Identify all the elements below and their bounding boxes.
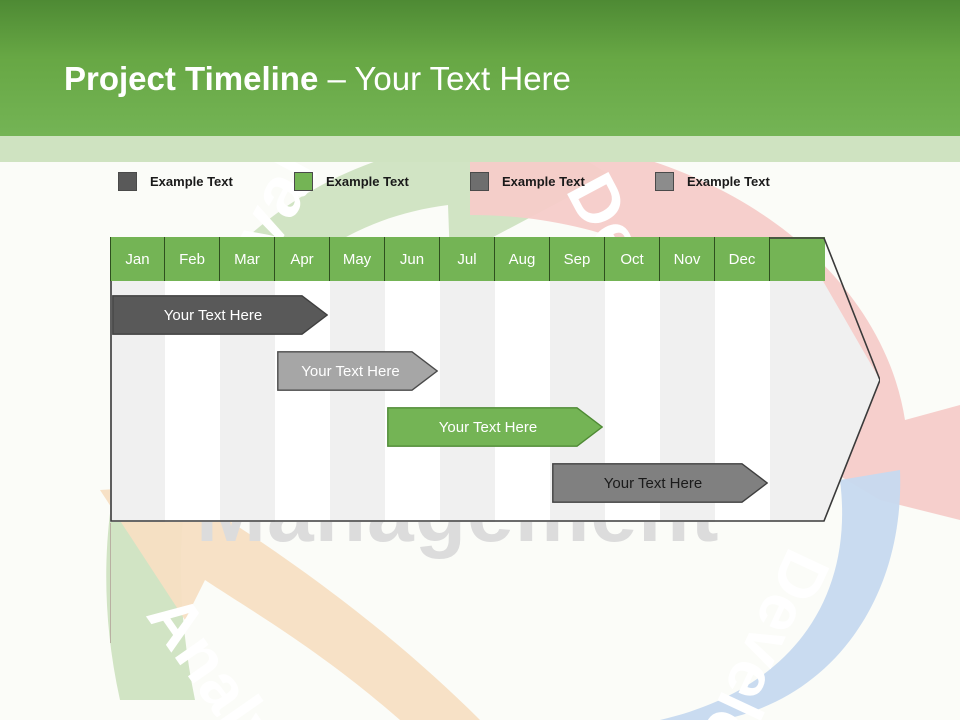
page-title-light: Your Text Here [354,60,571,97]
task-bar-3[interactable]: Your Text Here [387,407,603,447]
month-cell-sep[interactable]: Sep [550,237,605,281]
header-band [0,0,960,136]
legend-label-2: Example Text [326,173,409,189]
month-cell-oct[interactable]: Oct [605,237,660,281]
task-bar-label-4: Your Text Here [603,474,703,492]
header-green-wedge [770,237,825,281]
month-cell-aug[interactable]: Aug [495,237,550,281]
task-bar-1[interactable]: Your Text Here [112,295,328,335]
grid-column-jul [440,281,495,522]
legend-label-1: Example Text [150,173,233,189]
page-title-bold: Project Timeline [64,60,319,97]
legend-swatch-icon-4 [655,171,674,191]
task-bar-shape-3 [387,407,603,447]
task-bar-shape-2 [277,351,438,391]
legend-item-1[interactable]: Example Text [118,169,233,193]
legend-label-4: Example Text [687,173,770,189]
month-cell-nov[interactable]: Nov [660,237,715,281]
month-cell-jan[interactable]: Jan [110,237,165,281]
legend-item-3[interactable]: Example Text [470,169,585,193]
task-bar-shape-1 [112,295,328,335]
grid-column-aug [495,281,550,522]
month-cell-dec[interactable]: Dec [715,237,770,281]
grid-column-may [330,281,385,522]
month-cell-feb[interactable]: Feb [165,237,220,281]
grid-column-jun [385,281,440,522]
month-cell-mar[interactable]: Mar [220,237,275,281]
legend-label-3: Example Text [502,173,585,189]
legend-swatch-icon-3 [470,171,489,191]
analyze-arrow-label: Analyze [134,581,338,720]
task-bar-2[interactable]: Your Text Here [277,351,438,391]
arrow-head-fill [770,281,880,521]
legend-swatch-icon-2 [294,171,313,191]
develop-arrow-label: Develop [669,539,845,720]
task-bar-label-3: Your Text Here [438,418,538,436]
legend-item-4[interactable]: Example Text [655,169,770,193]
page-title-dash: – [318,60,355,97]
month-cell-may[interactable]: May [330,237,385,281]
header-under-band [0,136,960,162]
month-cell-apr[interactable]: Apr [275,237,330,281]
legend-item-2[interactable]: Example Text [294,169,409,193]
page-title: Project Timeline – Your Text Here [64,60,571,98]
month-cell-jul[interactable]: Jul [440,237,495,281]
legend-swatch-icon-1 [118,171,137,191]
chart-tail-line [110,523,111,643]
legend: Example Text Example Text Example Text E… [110,169,810,193]
task-bar-4[interactable]: Your Text Here [552,463,768,503]
task-bar-label-2: Your Text Here [301,362,400,380]
task-bar-shape-4 [552,463,768,503]
month-cell-jun[interactable]: Jun [385,237,440,281]
task-bar-label-1: Your Text Here [163,306,263,324]
